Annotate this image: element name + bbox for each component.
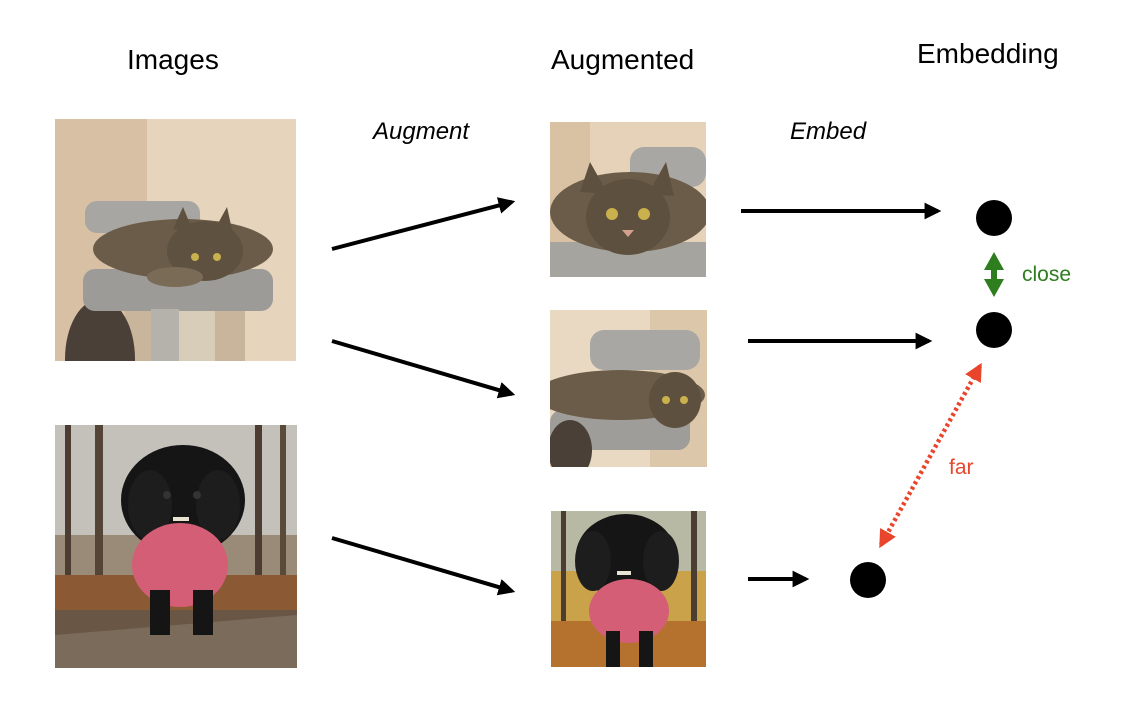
embedding-heading: Embedding — [917, 38, 1059, 69]
dog-crop — [551, 511, 706, 667]
images-heading: Images — [127, 44, 219, 75]
far-double-arrow — [879, 362, 982, 549]
close-label: close — [1022, 263, 1072, 286]
embedding-point-1 — [976, 200, 1012, 236]
embedding-point-2 — [976, 312, 1012, 348]
cat-photo — [55, 119, 296, 361]
close-double-arrow — [984, 252, 1004, 297]
augment-label: Augment — [373, 118, 470, 145]
embedding-point-3 — [850, 562, 886, 598]
augmented-heading: Augmented — [551, 44, 695, 75]
dog-photo — [55, 425, 297, 668]
cat-flipped-crop — [550, 310, 707, 467]
embed-label: Embed — [790, 118, 867, 145]
cat-face-crop — [550, 122, 706, 277]
augment-arrow-dog — [331, 536, 516, 596]
augment-arrow-cat-1 — [331, 197, 516, 251]
augment-arrow-cat-2 — [331, 339, 516, 399]
far-label: far — [949, 456, 974, 479]
